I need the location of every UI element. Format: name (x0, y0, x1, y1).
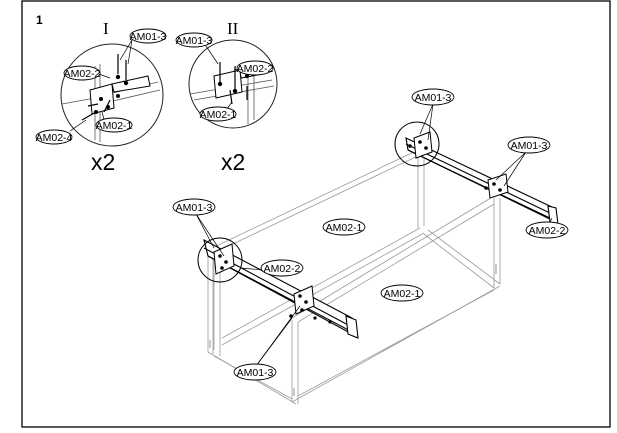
detail-2-label-am02-2: AM02-2 (237, 63, 274, 75)
magnify-circle-top (394, 121, 440, 167)
right-end-panel (423, 196, 501, 289)
label-front-panel: AM02-1 (384, 288, 421, 300)
detail-1-label-am02-2: AM02-2 (64, 68, 101, 80)
detail-2-multiplier: x2 (221, 149, 245, 175)
label-right-bracket: AM01-3 (511, 140, 548, 152)
label-end-rail: AM02-2 (529, 225, 566, 237)
detail-2-label-am02-1: AM02-1 (200, 109, 237, 121)
label-front-rail: AM02-2 (264, 263, 301, 275)
label-back-panel: AM02-1 (326, 222, 363, 234)
label-left-bracket: AM01-3 (176, 202, 213, 214)
detail-2-label-am01-3: AM01-3 (176, 35, 213, 47)
detail-1-roman: I (103, 19, 109, 38)
bracket-screws (218, 140, 502, 324)
label-top-bracket: AM01-3 (415, 92, 452, 104)
back-panel (207, 149, 425, 350)
detail-1-label-am02-4: AM02-4 (36, 132, 73, 144)
detail-2-roman: II (227, 19, 239, 38)
detail-1-label-am02-1: AM02-1 (96, 120, 133, 132)
step-number: 1 (36, 13, 43, 27)
detail-1-multiplier: x2 (91, 149, 115, 175)
page-border (21, 0, 611, 428)
main-leaders (195, 103, 553, 367)
label-bottom-bracket: AM01-3 (237, 367, 274, 379)
detail-circle-2: II AM01-3 AM02-2 (175, 19, 278, 175)
front-panel (291, 195, 501, 404)
magnify-circle-left (197, 237, 243, 283)
detail-1-label-am01-3: AM01-3 (130, 31, 167, 43)
detail-circle-1: I (35, 19, 167, 175)
